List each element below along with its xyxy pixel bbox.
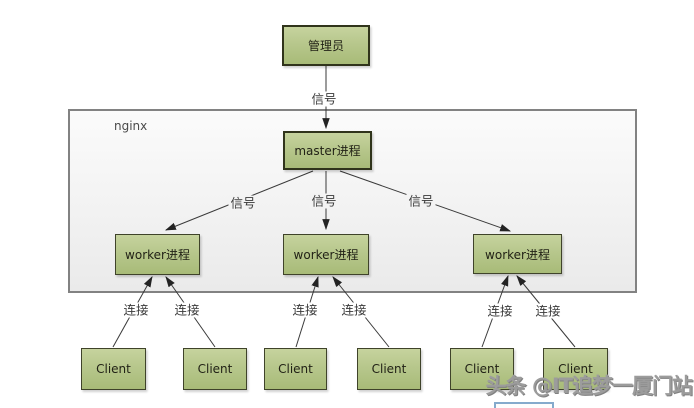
connection-label-6: 连接 (533, 303, 563, 319)
worker-process-box-2: worker进程 (283, 234, 369, 275)
client-box-1: Client (81, 348, 146, 390)
signal-label-mid: 信号 (309, 193, 339, 209)
signal-label-right: 信号 (406, 193, 436, 209)
connection-label-1: 连接 (121, 302, 151, 318)
connection-label-5: 连接 (485, 303, 515, 319)
client-box-5: Client (450, 348, 514, 390)
client-box-6: Client (543, 348, 608, 390)
connection-label-2: 连接 (172, 302, 202, 318)
worker-process-box-1: worker进程 (115, 234, 200, 275)
worker-process-box-3: worker进程 (473, 234, 562, 274)
client-box-3: Client (264, 348, 327, 390)
partial-cutoff-box (494, 402, 554, 408)
watermark-text: 头条 @IT追梦一厦门站 (485, 374, 693, 398)
client-box-4: Client (357, 348, 421, 390)
admin-box: 管理员 (282, 25, 370, 66)
client-box-2: Client (183, 348, 247, 390)
signal-label-top: 信号 (309, 91, 339, 107)
nginx-container-label: nginx (114, 119, 148, 133)
master-process-box: master进程 (283, 131, 372, 170)
connection-label-3: 连接 (290, 302, 320, 318)
connection-label-4: 连接 (339, 302, 369, 318)
signal-label-left: 信号 (228, 195, 258, 211)
